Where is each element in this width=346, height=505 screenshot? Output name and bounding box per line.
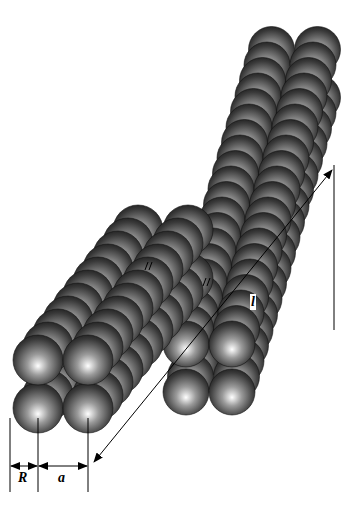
atom-sphere	[163, 369, 209, 415]
atom-sphere	[63, 335, 113, 385]
dimension-label: a	[57, 470, 66, 486]
dimension-label: R	[17, 470, 28, 486]
atom-sphere	[209, 369, 255, 415]
dimension-lines	[10, 165, 334, 492]
atom-sphere	[13, 335, 63, 385]
atom-sphere	[209, 321, 255, 367]
dimension-label: l	[250, 294, 256, 310]
break-mark	[145, 262, 210, 286]
